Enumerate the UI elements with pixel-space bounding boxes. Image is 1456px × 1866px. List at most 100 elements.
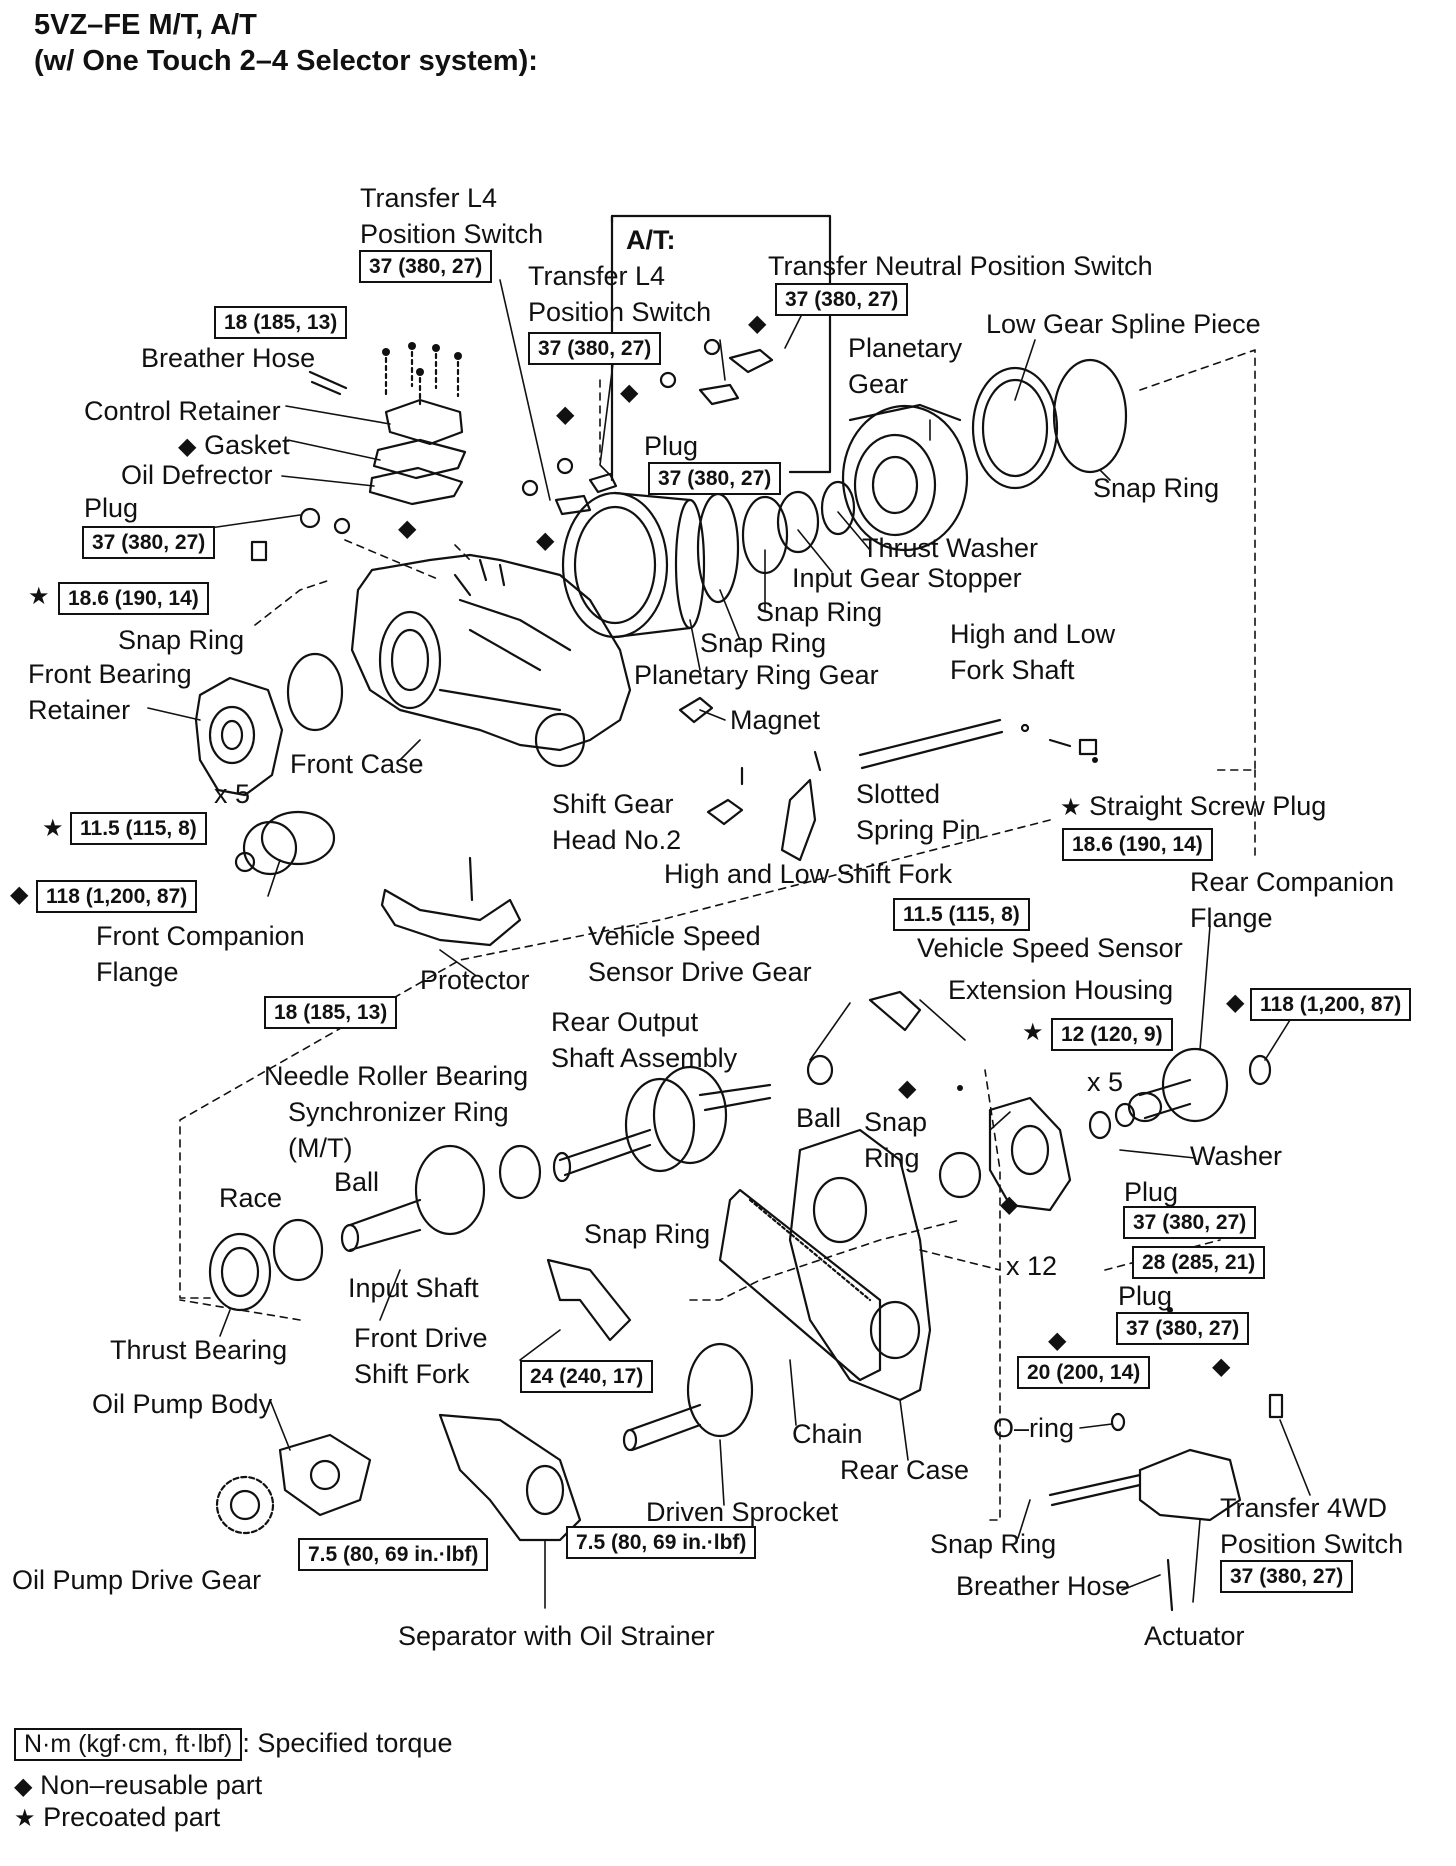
torque-box-21: 7.5 (80, 69 in.·lbf) [566, 1526, 757, 1559]
label-high-and-low: High and Low [950, 619, 1116, 649]
oil-pump-drive-gear-shape [215, 1475, 275, 1535]
label-ball-2: Ball [796, 1103, 842, 1133]
extension-housing-shape [988, 1096, 1072, 1212]
non-reusable-diamond-icon: ◆ [748, 309, 767, 337]
label-rear-companion: Rear Companion [1190, 867, 1395, 897]
label-vehicle-speed: Vehicle Speed [588, 921, 761, 951]
synchronizer-ring-shape [498, 1144, 542, 1200]
label-head-no2: Head No.2 [552, 825, 682, 855]
label-snap-5: Snap [864, 1107, 928, 1137]
non-reusable-diamond-icon: ◆ [1212, 1352, 1231, 1380]
low-gear-spline-piece-shape [971, 366, 1059, 490]
label-snap-ring-7: Snap Ring [930, 1529, 1057, 1559]
label-separator: Separator with Oil Strainer [398, 1621, 715, 1651]
precoated-star-icon: ★ [1022, 1018, 1044, 1046]
non-reusable-diamond-icon: ◆ [10, 880, 29, 908]
label-x5-2: x 5 [1087, 1067, 1124, 1097]
label-snap-ring-3: Snap Ring [700, 628, 827, 658]
label-slotted: Slotted [856, 779, 941, 809]
label-front-companion: Front Companion [96, 921, 305, 951]
rear-case-shape [788, 1128, 932, 1402]
label-retainer: Retainer [28, 695, 131, 725]
label-flange-2: Flange [1190, 903, 1273, 933]
non-reusable-diamond-icon: ◆ [1048, 1326, 1067, 1354]
label-mt: (M/T) [288, 1133, 353, 1163]
non-reusable-diamond-icon: ◆ [1000, 1190, 1019, 1218]
label-thrust-washer: Thrust Washer [862, 533, 1039, 563]
torque-box-17: 37 (380, 27) [1116, 1312, 1250, 1345]
label-fork-shaft: Fork Shaft [950, 655, 1075, 685]
label-shift-fork: Shift Fork [354, 1359, 470, 1389]
non-reusable-diamond-icon: ◆ [620, 378, 639, 406]
breather-hose-top-shape [308, 370, 348, 396]
label-oil-defrector: Oil Defrector [121, 460, 273, 490]
vehicle-speed-sensor-shape [868, 990, 922, 1032]
label-position-switch-1: Position Switch [360, 219, 544, 249]
label-control-retainer: Control Retainer [84, 396, 281, 426]
label-flange-1: Flange [96, 957, 179, 987]
label-protector: Protector [420, 965, 530, 995]
input-gear-stopper-shape [776, 490, 820, 554]
label-front-case: Front Case [290, 749, 424, 779]
driven-sprocket-shape [622, 1342, 754, 1452]
torque-box-15: 37 (380, 27) [1123, 1206, 1257, 1239]
front-bearing-retainer-shape [194, 676, 284, 797]
label-needle-roller-bearing: Needle Roller Bearing [264, 1061, 529, 1091]
non-reusable-diamond-icon: ◆ [898, 1074, 917, 1102]
label-washer: Washer [1190, 1141, 1283, 1171]
washer-shape [1088, 1110, 1112, 1140]
snap-ring-front-shape [286, 652, 344, 732]
label-planetary-ring-gear: Planetary Ring Gear [634, 660, 879, 690]
vehicle-speed-drive-gear-shape [806, 1054, 834, 1086]
non-reusable-diamond-icon: ◆ [1226, 988, 1245, 1016]
breather-hose-bottom-shape [1166, 1558, 1174, 1612]
torque-box-6: 37 (380, 27) [648, 462, 782, 495]
legend-precoated-text: Precoated part [43, 1802, 221, 1832]
precoated-star-icon: ★ [14, 1804, 44, 1832]
label-ring-5: Ring [864, 1143, 920, 1173]
protector-shape [380, 888, 522, 947]
label-input-shaft: Input Shaft [348, 1273, 479, 1303]
oil-defrector-shape [368, 466, 464, 506]
label-chain: Chain [792, 1419, 863, 1449]
label-transfer-4wd: Transfer 4WD [1220, 1493, 1388, 1523]
label-thrust-bearing: Thrust Bearing [110, 1335, 288, 1365]
label-snap-ring-1: Snap Ring [1093, 473, 1220, 503]
chain-shape [718, 1188, 882, 1382]
label-spring-pin: Spring Pin [856, 815, 981, 845]
label-breather-hose-1: Breather Hose [141, 343, 316, 373]
label-plug-1: Plug [84, 493, 139, 523]
legend-torque-text: : Specified torque [242, 1728, 453, 1758]
snap-ring-extension-shape [938, 1151, 982, 1199]
high-low-shift-fork-shape [780, 778, 817, 862]
precoated-star-icon: ★ [28, 582, 50, 610]
shift-gear-head-shape [706, 798, 744, 826]
torque-box-11: 11.5 (115, 8) [893, 898, 1030, 931]
front-companion-flange-shape [234, 810, 336, 876]
label-transfer-neutral-switch: Transfer Neutral Position Switch [768, 251, 1153, 281]
planetary-gear-shape [841, 403, 969, 552]
non-reusable-diamond-icon: ◆ [398, 514, 417, 542]
legend-torque-box: N·m (kgf·cm, ft·lbf) [14, 1728, 243, 1761]
label-input-gear-stopper: Input Gear Stopper [792, 563, 1022, 593]
legend-precoated: ★ Precoated part [14, 1800, 220, 1835]
label-low-gear-spline-piece: Low Gear Spline Piece [986, 309, 1261, 339]
input-shaft-shape [340, 1144, 486, 1253]
torque-box-5: 37 (380, 27) [82, 526, 216, 559]
label-vehicle-speed-sensor: Vehicle Speed Sensor [917, 933, 1183, 963]
label-transfer-l4-2: Transfer L4 [528, 261, 666, 291]
label-snap-ring-2: Snap Ring [756, 597, 883, 627]
planetary-ring-gear-shape [561, 491, 706, 639]
torque-box-9: 18.6 (190, 14) [1062, 828, 1213, 861]
label-position-switch-3: Position Switch [1220, 1529, 1404, 1559]
label-plug-4: Plug [1118, 1281, 1173, 1311]
label-snap-ring-4: Snap Ring [118, 625, 245, 655]
precoated-star-icon: ★ [1060, 793, 1090, 821]
torque-box-7: 18.6 (190, 14) [58, 582, 209, 615]
label-ball-1: Ball [334, 1167, 380, 1197]
oil-pump-body-shape [278, 1433, 372, 1517]
legend-torque: N·m (kgf·cm, ft·lbf): Specified torque [14, 1726, 452, 1761]
torque-box-18: 24 (240, 17) [520, 1360, 654, 1393]
label-gasket: ◆ Gasket [178, 427, 290, 465]
